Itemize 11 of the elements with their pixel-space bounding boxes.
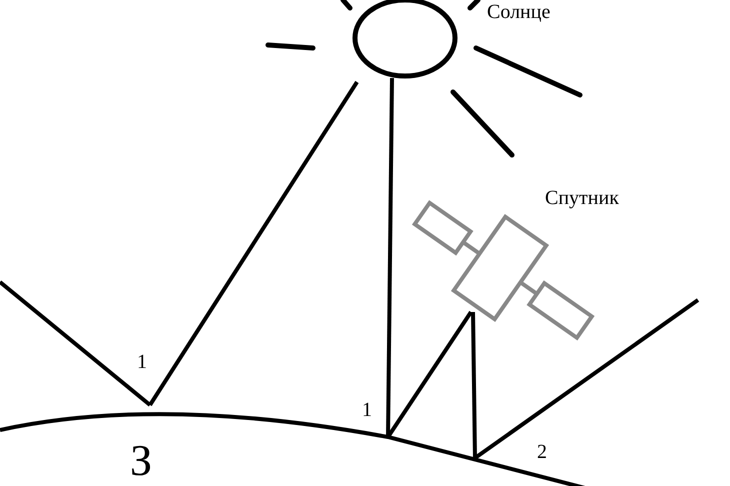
light-ray [474, 298, 700, 460]
light-ray [0, 280, 152, 407]
satellite-label: Спутник [545, 188, 619, 208]
callout-number: 2 [537, 442, 547, 462]
light-ray [148, 80, 359, 406]
earth-label: З [130, 439, 152, 483]
callout-number: 1 [362, 400, 372, 420]
callout-number: 1 [137, 352, 147, 372]
light-ray [386, 78, 394, 438]
light-ray [471, 312, 477, 458]
sun-label: Солнце [487, 2, 550, 22]
